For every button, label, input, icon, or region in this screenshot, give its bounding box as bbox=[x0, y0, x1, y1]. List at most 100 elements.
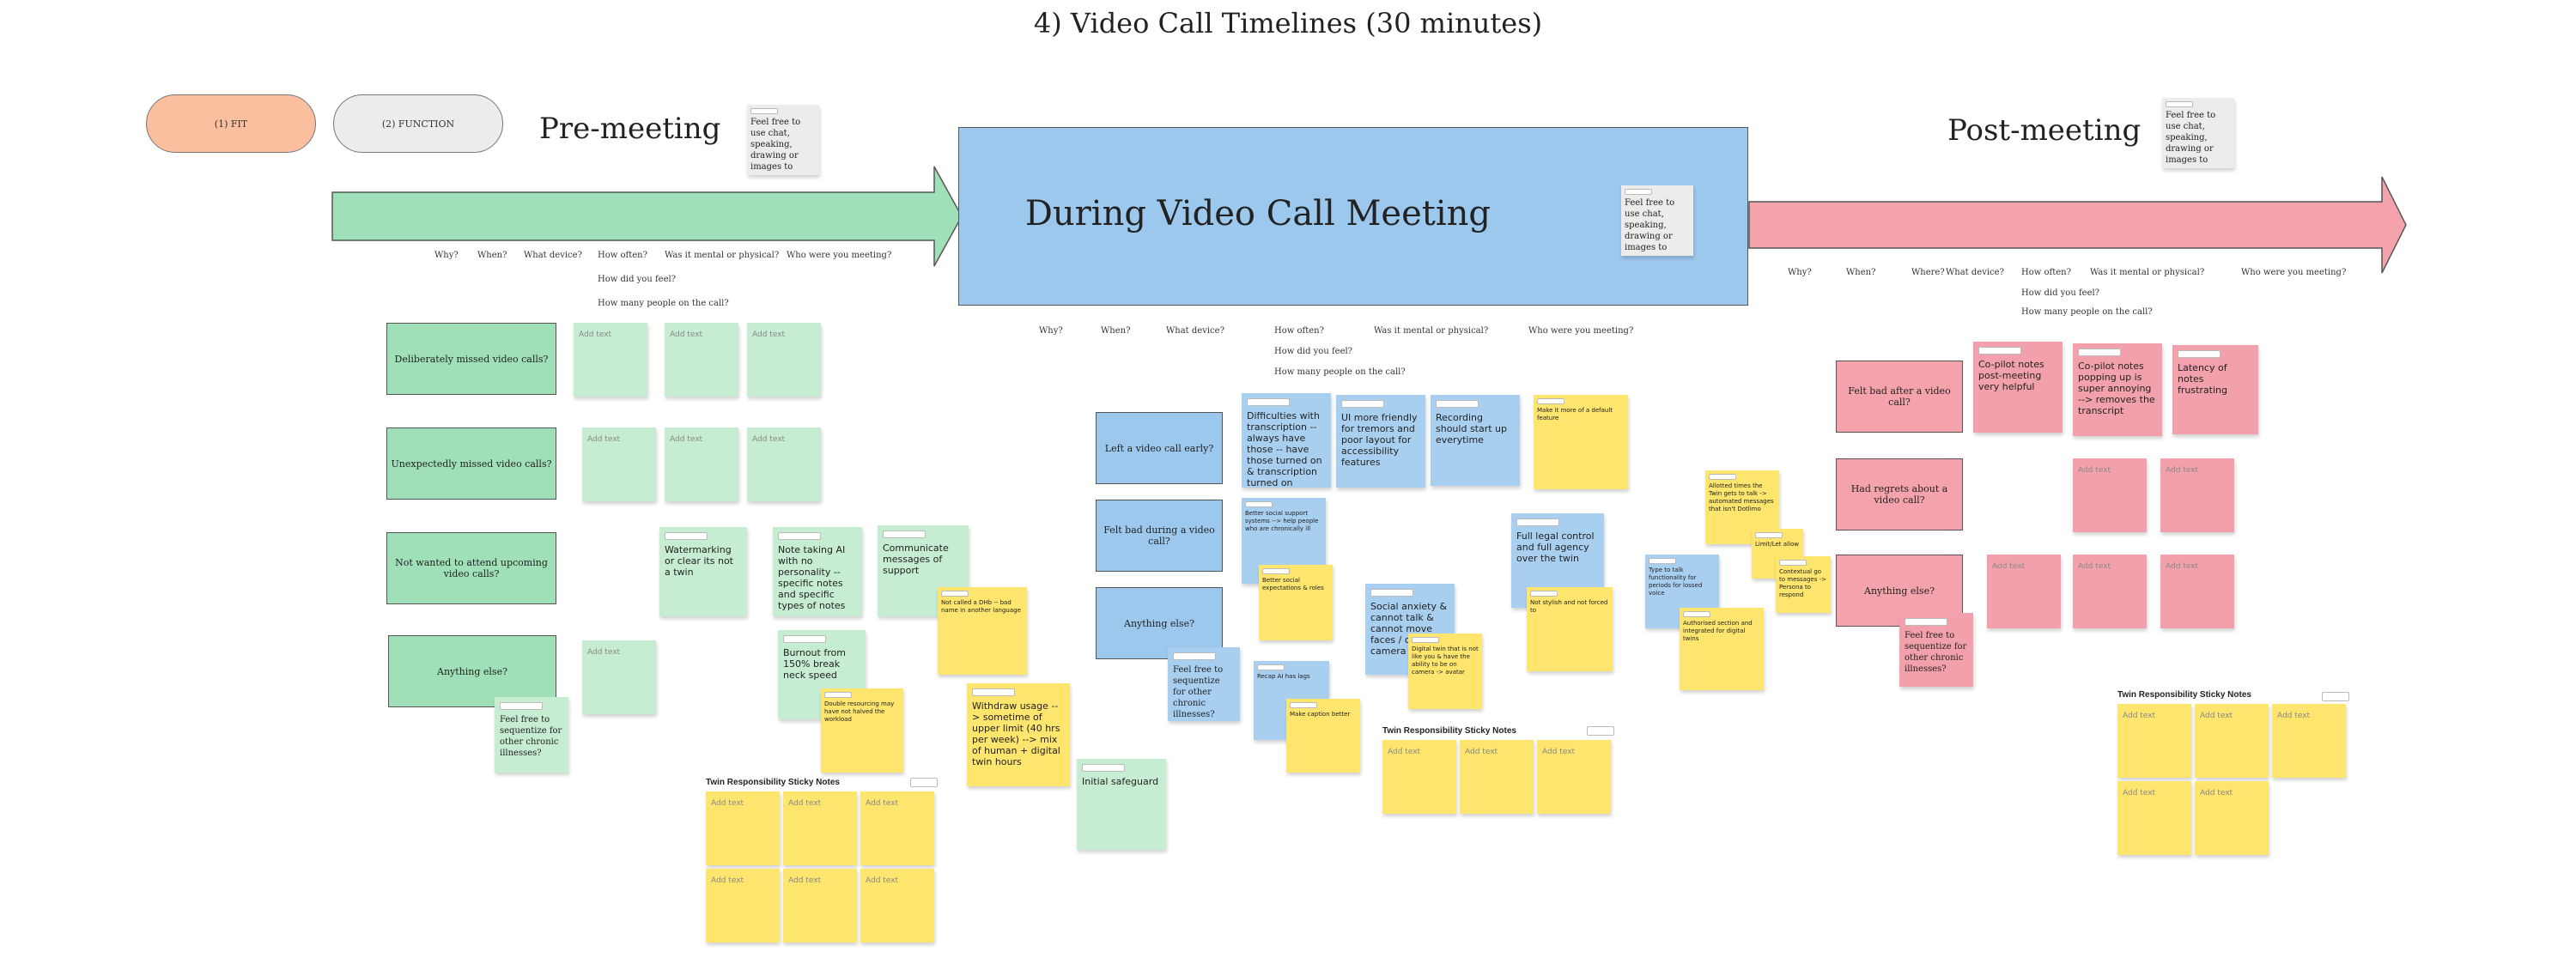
hint-note-during[interactable]: Feel free to use chat, speaking, drawing… bbox=[1621, 185, 1693, 256]
sticky-note[interactable]: Add text bbox=[665, 427, 738, 501]
post-q-people: How many people on the call? bbox=[2021, 307, 2153, 317]
sticky-note[interactable]: Add text bbox=[2272, 704, 2346, 778]
sticky-note[interactable]: Not called a DHb -- bad name in another … bbox=[938, 587, 1027, 675]
post-q-often: How often? bbox=[2021, 268, 2071, 277]
hint-note-pre[interactable]: Feel free to use chat, speaking, drawing… bbox=[747, 105, 819, 175]
sticky-note[interactable]: Add text bbox=[2117, 781, 2191, 855]
sticky-note[interactable]: Add text bbox=[1382, 740, 1456, 814]
during-box-anything-else: Anything else? bbox=[1096, 587, 1223, 659]
sticky-note[interactable]: Add text bbox=[747, 323, 821, 397]
post-q-who: Who were you meeting? bbox=[2241, 268, 2347, 277]
sticky-note[interactable]: Withdraw usage --> sometime of upper lim… bbox=[967, 683, 1070, 786]
post-box-felt-bad: Felt bad after a video call? bbox=[1836, 361, 1963, 433]
sticky-note[interactable]: Difficulties with transcription -- alway… bbox=[1242, 393, 1331, 488]
sticky-note[interactable]: Double resourcing may have not halved th… bbox=[821, 688, 903, 773]
twin-group-button[interactable] bbox=[2322, 692, 2349, 701]
pre-q-mental: Was it mental or physical? bbox=[665, 251, 780, 260]
hint-note-post[interactable]: Feel free to use chat, speaking, drawing… bbox=[2162, 98, 2234, 168]
during-meeting-header: During Video Call Meeting bbox=[1024, 194, 1491, 233]
during-q-why: Why? bbox=[1039, 326, 1063, 336]
post-q-when: When? bbox=[1846, 268, 1876, 277]
sticky-note[interactable]: Add text bbox=[860, 869, 934, 943]
sticky-note[interactable]: Watermarking or clear its not a twin bbox=[659, 527, 747, 616]
sticky-note[interactable]: Add text bbox=[2195, 781, 2269, 855]
during-q-people: How many people on the call? bbox=[1274, 367, 1406, 377]
during-q-when: When? bbox=[1101, 326, 1131, 336]
sticky-note[interactable]: Add text bbox=[2160, 555, 2234, 628]
post-q-mental: Was it mental or physical? bbox=[2090, 268, 2205, 277]
sticky-note[interactable]: Allotted times the Twin gets to talk -> … bbox=[1705, 470, 1779, 544]
post-q-why: Why? bbox=[1788, 268, 1812, 277]
sticky-note[interactable]: Initial safeguard bbox=[1077, 759, 1166, 850]
sticky-note[interactable]: Add text bbox=[860, 791, 934, 865]
sticky-note[interactable]: Feel free to sequentize for other chroni… bbox=[1168, 647, 1240, 721]
sticky-note[interactable]: Contextual go to messages -> Persona to … bbox=[1776, 556, 1831, 613]
sticky-note[interactable]: Make it more of a default feature bbox=[1534, 395, 1628, 489]
sticky-note[interactable]: Add text bbox=[783, 791, 857, 865]
post-q-device: What device? bbox=[1946, 268, 2004, 277]
sticky-note[interactable]: Add text bbox=[747, 427, 821, 501]
post-q-where: Where? bbox=[1911, 268, 1945, 277]
during-box-left-early: Left a video call early? bbox=[1096, 412, 1223, 484]
pre-meeting-arrow bbox=[331, 166, 963, 267]
twin-group-button[interactable] bbox=[1587, 726, 1614, 736]
sticky-note[interactable]: Add text bbox=[582, 640, 656, 714]
sticky-note[interactable]: Make caption better bbox=[1286, 699, 1360, 773]
during-q-mental: Was it mental or physical? bbox=[1374, 326, 1489, 336]
fit-pill[interactable]: (1) FIT bbox=[146, 94, 316, 153]
sticky-note[interactable]: Add text bbox=[706, 791, 780, 865]
sticky-note[interactable]: Add text bbox=[2195, 704, 2269, 778]
twin-group-title: Twin Responsibility Sticky Notes bbox=[1382, 726, 1516, 736]
pre-q-people: How many people on the call? bbox=[598, 299, 729, 308]
pre-box-unexpectedly-missed: Unexpectedly missed video calls? bbox=[386, 427, 556, 500]
sticky-note[interactable]: Add text bbox=[2160, 458, 2234, 532]
board-title: 4) Video Call Timelines (30 minutes) bbox=[1033, 7, 1543, 39]
sticky-note[interactable]: Add text bbox=[2073, 555, 2147, 628]
sticky-note[interactable]: Better social expectations & roles bbox=[1259, 565, 1333, 640]
sticky-note[interactable]: Digital twin that is not like you & have… bbox=[1408, 634, 1482, 709]
sticky-note[interactable]: Recording should start up everytime bbox=[1431, 395, 1520, 486]
twin-group-button[interactable] bbox=[910, 778, 938, 787]
twin-group-title: Twin Responsibility Sticky Notes bbox=[706, 778, 840, 787]
sticky-note[interactable]: Add text bbox=[2117, 704, 2191, 778]
function-pill[interactable]: (2) FUNCTION bbox=[333, 94, 503, 153]
sticky-note[interactable]: Add text bbox=[574, 323, 647, 397]
sticky-note[interactable]: Burnout from 150% break neck speed bbox=[778, 630, 866, 719]
post-q-feel: How did you feel? bbox=[2021, 288, 2100, 298]
post-box-regrets: Had regrets about a video call? bbox=[1836, 458, 1963, 530]
sticky-note[interactable]: Not stylish and not forced to bbox=[1527, 587, 1613, 671]
sticky-note[interactable]: Add text bbox=[1987, 555, 2061, 628]
during-q-often: How often? bbox=[1274, 326, 1324, 336]
pre-q-often: How often? bbox=[598, 251, 647, 260]
sticky-note[interactable]: Add text bbox=[783, 869, 857, 943]
pre-meeting-header: Pre-meeting bbox=[539, 112, 721, 146]
twin-group-title: Twin Responsibility Sticky Notes bbox=[2117, 690, 2251, 700]
sticky-note[interactable]: Note taking AI with no personality -- sp… bbox=[773, 527, 862, 616]
sticky-note[interactable]: UI more friendly for tremors and poor la… bbox=[1336, 395, 1425, 488]
sticky-note[interactable]: Add text bbox=[706, 869, 780, 943]
sticky-note[interactable]: Authorised section and integrated for di… bbox=[1680, 608, 1764, 690]
sticky-note[interactable]: Add text bbox=[2073, 458, 2147, 532]
pre-q-device: What device? bbox=[524, 251, 582, 260]
pre-box-deliberately-missed: Deliberately missed video calls? bbox=[386, 323, 556, 395]
sticky-note[interactable]: Latency of notes frustrating bbox=[2172, 345, 2258, 434]
sticky-note[interactable]: Add text bbox=[1460, 740, 1534, 814]
pre-q-when: When? bbox=[477, 251, 507, 260]
sticky-note[interactable]: Feel free to sequentize for other chroni… bbox=[495, 697, 568, 773]
during-meeting-panel bbox=[958, 127, 1748, 306]
post-meeting-arrow bbox=[1748, 176, 2407, 274]
pre-box-not-wanted: Not wanted to attend upcoming video call… bbox=[386, 532, 556, 604]
post-meeting-header: Post-meeting bbox=[1947, 113, 2142, 148]
during-q-who: Who were you meeting? bbox=[1528, 326, 1634, 336]
during-box-felt-bad: Felt bad during a video call? bbox=[1096, 500, 1223, 572]
sticky-note[interactable]: Add text bbox=[582, 427, 656, 501]
sticky-note[interactable]: Add text bbox=[665, 323, 738, 397]
pre-box-anything-else: Anything else? bbox=[388, 635, 556, 707]
sticky-note[interactable]: Co-pilot notes post-meeting very helpful bbox=[1973, 342, 2063, 433]
during-q-feel: How did you feel? bbox=[1274, 347, 1353, 356]
pre-q-who: Who were you meeting? bbox=[787, 251, 892, 260]
sticky-note[interactable]: Co-pilot notes popping up is super annoy… bbox=[2073, 343, 2162, 436]
sticky-note[interactable]: Add text bbox=[1537, 740, 1611, 814]
during-q-device: What device? bbox=[1166, 326, 1224, 336]
sticky-note[interactable]: Feel free to sequentize for other chroni… bbox=[1899, 613, 1973, 687]
